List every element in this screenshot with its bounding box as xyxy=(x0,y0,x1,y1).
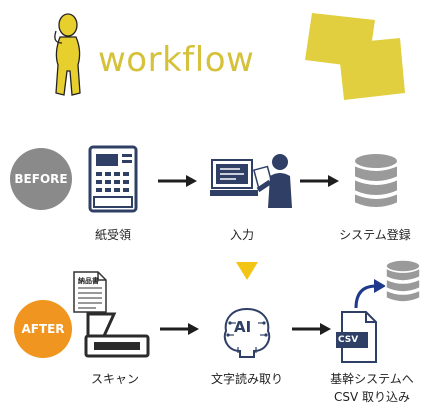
arrow-right-icon xyxy=(292,323,331,335)
ai-brain-icon xyxy=(223,307,271,358)
arrow-right-icon xyxy=(158,175,197,187)
sticky-notes-icon xyxy=(305,13,405,100)
mascot-figure-icon xyxy=(54,13,81,96)
curved-upload-arrow-icon xyxy=(354,279,386,309)
step-system-register-label: システム登録 xyxy=(339,228,411,242)
after-badge: AFTER xyxy=(14,300,72,358)
document-title: 納品書 xyxy=(78,277,99,285)
csv-label: CSV xyxy=(338,335,359,345)
down-triangle-icon xyxy=(236,262,258,280)
arrow-right-icon xyxy=(300,175,339,187)
before-badge: BEFORE xyxy=(10,148,72,210)
fax-machine-icon xyxy=(88,145,138,213)
step-input-label: 入力 xyxy=(229,228,254,242)
step-ocr-label: 文字読み取り xyxy=(210,372,283,386)
step-import-label-line2: CSV 取り込み xyxy=(333,390,411,404)
step-paper-receipt-label: 紙受領 xyxy=(94,228,131,242)
arrow-right-icon xyxy=(160,323,199,335)
brand-wordmark: workflow xyxy=(98,40,255,80)
step-import-label-line1: 基幹システムへ xyxy=(330,372,414,386)
step-scan-label: スキャン xyxy=(90,372,139,386)
csv-file-icon xyxy=(336,311,377,363)
database-icon xyxy=(385,259,421,303)
ai-label: AI xyxy=(234,318,252,336)
database-icon xyxy=(353,152,399,209)
scanner-icon xyxy=(84,312,150,358)
document-icon xyxy=(73,271,107,313)
person-computer-icon xyxy=(210,154,292,208)
